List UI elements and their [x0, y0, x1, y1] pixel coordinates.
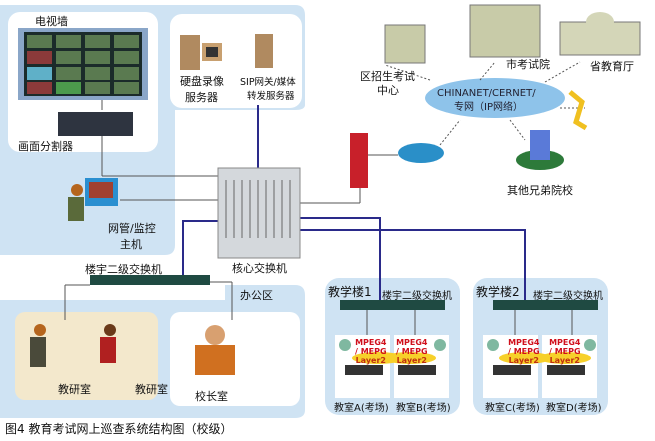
research-room-label-2: 教研室: [135, 383, 168, 396]
office-switch-label: 楼宇二级交换机: [85, 263, 162, 276]
core-switch-icon: [217, 167, 301, 259]
building1-label: 教学楼1: [328, 285, 372, 299]
other-schools-label: 其他兄弟院校: [507, 184, 573, 197]
city-label: 市考试院: [506, 58, 550, 71]
sip-server-icon: [255, 34, 273, 68]
tv-wall-label: 电视墙: [35, 15, 68, 28]
district-label-2: 中心: [377, 84, 399, 97]
building1-switch-label: 楼宇二级交换机: [382, 291, 452, 302]
room-d-label: 教室D(考场): [546, 403, 602, 414]
research-room-panel: [15, 312, 158, 400]
district-label: 区招生考试: [360, 70, 415, 83]
splitter-device: [58, 112, 133, 136]
room-b-label: 教室B(考场): [396, 403, 451, 414]
building2-label: 教学楼2: [476, 285, 520, 299]
sip-server-label: SIP网关/媒体: [240, 77, 296, 88]
firewall-icon: [350, 133, 368, 188]
splitter-label: 画面分割器: [18, 140, 73, 153]
district-building-icon: [384, 24, 426, 64]
dvr-server-label: 硬盘录像: [180, 75, 224, 88]
room-c-label: 教室C(考场): [485, 403, 540, 414]
figure-caption: 图4 教育考试网上巡查系统结构图（校级）: [5, 422, 233, 436]
nms-host-label: 网管/监控: [108, 222, 156, 235]
office-switch-icon: [90, 275, 210, 285]
runner-icon: [568, 90, 588, 131]
router-icon: [398, 143, 444, 163]
internet-cloud: [425, 78, 565, 118]
building1-switch-icon: [340, 300, 445, 310]
building2-switch-label: 楼宇二级交换机: [533, 291, 603, 302]
province-label: 省教育厅: [590, 60, 634, 73]
city-building-icon: [469, 4, 541, 58]
office-area-label: 办公区: [240, 289, 273, 302]
principal-room-label: 校长室: [195, 390, 228, 403]
cloud-label-2: 专网（IP网络）: [454, 102, 523, 113]
research-room-label: 教研室: [58, 383, 91, 396]
building2-switch-icon: [493, 300, 598, 310]
core-switch-label: 核心交换机: [232, 262, 287, 275]
room-a-label: 教室A(考场): [334, 403, 389, 414]
sip-server-label-2: 转发服务器: [247, 91, 295, 102]
dvr-server-label-2: 服务器: [185, 91, 218, 104]
nms-host-label-2: 主机: [120, 238, 142, 251]
cloud-label: CHINANET/CERNET/: [437, 88, 536, 99]
dvr-server-icon: [180, 35, 200, 70]
